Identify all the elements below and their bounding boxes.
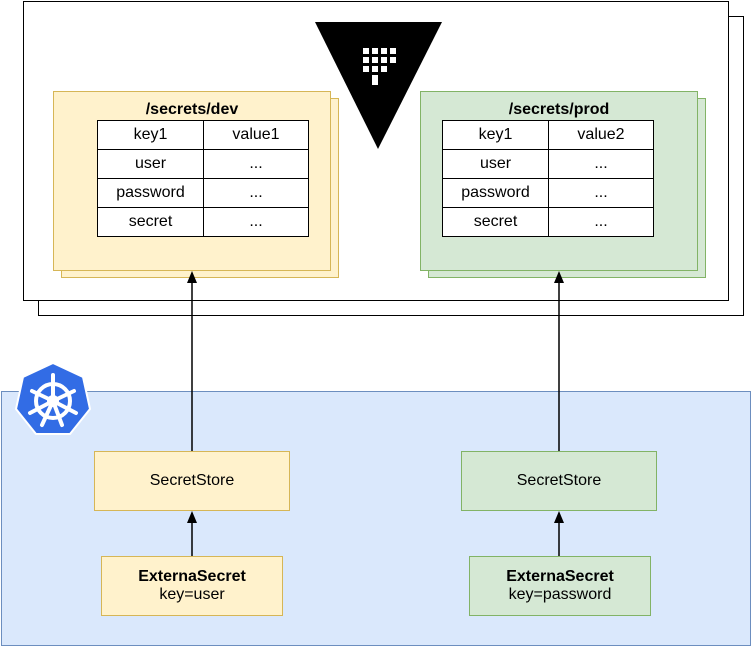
table-row: user ... [442, 149, 654, 179]
table-value-cell: ... [548, 207, 654, 237]
table-key-cell: user [97, 149, 204, 179]
table-value-cell: ... [203, 207, 309, 237]
externalsecret-prod-node[interactable]: ExternaSecret key=password [469, 556, 651, 616]
table-value-cell: ... [203, 149, 309, 179]
kubernetes-logo-icon [14, 361, 92, 435]
externalsecret-title: ExternaSecret [138, 568, 246, 585]
dev-path-title: /secrets/dev [145, 101, 239, 118]
arrowhead [187, 271, 197, 283]
table-row: secret ... [97, 207, 309, 237]
table-value-cell: ... [203, 178, 309, 208]
externalsecret-key: key=user [159, 586, 225, 603]
table-row: user ... [97, 149, 309, 179]
secretstore-prod-node[interactable]: SecretStore [461, 451, 657, 511]
arrowhead [187, 511, 197, 523]
secretstore-label: SecretStore [149, 472, 235, 489]
table-key-cell: key1 [442, 120, 549, 150]
externalsecret-dev-node[interactable]: ExternaSecret key=user [101, 556, 283, 616]
table-value-cell: ... [548, 178, 654, 208]
table-row: secret ... [442, 207, 654, 237]
table-value-cell: ... [548, 149, 654, 179]
table-row: password ... [442, 178, 654, 208]
arrowhead [554, 271, 564, 283]
secretstore-label: SecretStore [516, 472, 602, 489]
table-key-cell: secret [97, 207, 204, 237]
dev-secrets-table: key1 value1 user ... password ... secret… [97, 120, 309, 237]
arrowhead [554, 511, 564, 523]
prod-secrets-table: key1 value2 user ... password ... secret… [442, 120, 654, 237]
prod-path-title: /secrets/prod [508, 101, 610, 118]
table-key-cell: key1 [97, 120, 204, 150]
externalsecret-title: ExternaSecret [506, 568, 614, 585]
table-key-cell: secret [442, 207, 549, 237]
table-key-cell: password [442, 178, 549, 208]
table-row: key1 value1 [97, 120, 309, 150]
vault-logo-icon [315, 22, 442, 149]
table-value-cell: value1 [203, 120, 309, 150]
table-key-cell: password [97, 178, 204, 208]
externalsecret-key: key=password [508, 586, 612, 603]
secretstore-dev-node[interactable]: SecretStore [94, 451, 290, 511]
table-key-cell: user [442, 149, 549, 179]
table-row: password ... [97, 178, 309, 208]
